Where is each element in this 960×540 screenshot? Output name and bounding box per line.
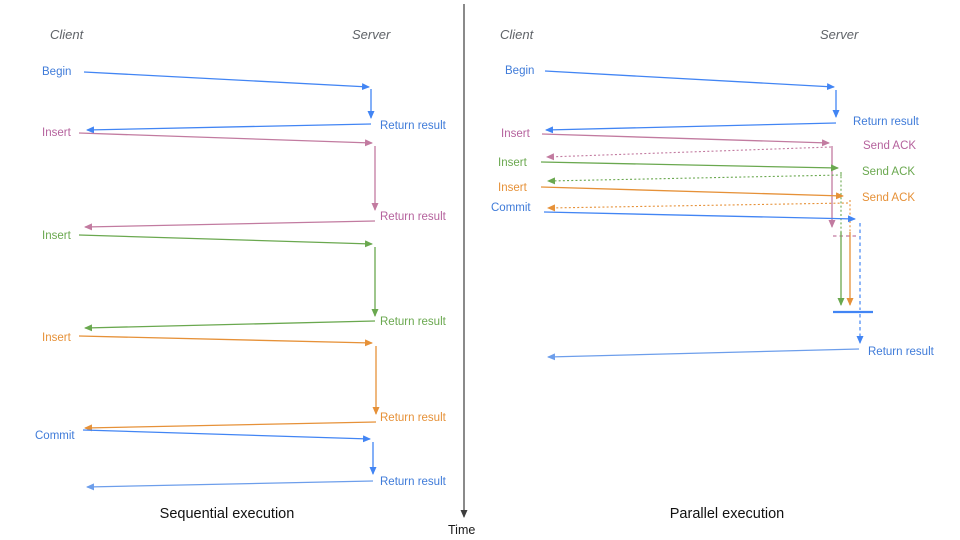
- commit-response-line: [547, 348, 860, 361]
- message-begin: Begin Return result: [505, 65, 920, 134]
- message-insert-1: Insert Send ACK: [501, 128, 916, 237]
- begin-label: Begin: [42, 66, 71, 78]
- insert2-return-label: Return result: [380, 316, 447, 328]
- insert1-label: Insert: [501, 128, 531, 140]
- insert1-ack-line: [546, 146, 832, 161]
- insert1-ack-label: Send ACK: [863, 140, 916, 152]
- insert3-request-line: [540, 186, 844, 200]
- message-insert-2: Insert Return result: [42, 230, 447, 332]
- time-axis-label: Time: [448, 523, 475, 537]
- insert3-return-label: Return result: [380, 412, 447, 424]
- insert2-label: Insert: [498, 157, 528, 169]
- insert2-request-line: [540, 161, 839, 172]
- insert1-request-line: [541, 133, 830, 147]
- message-insert-3: Insert Return result: [42, 332, 447, 432]
- commit-return-label: Return result: [868, 346, 935, 358]
- begin-response-line: [545, 122, 837, 134]
- message-begin: Begin Return result: [42, 66, 447, 134]
- insert3-response-line: [84, 421, 377, 432]
- panel-sequential: Client Server Begin Return result Insert…: [35, 27, 447, 522]
- parallel-caption: Parallel execution: [670, 506, 784, 522]
- begin-label: Begin: [505, 65, 534, 77]
- insert3-label: Insert: [498, 182, 528, 194]
- insert3-ack-label: Send ACK: [862, 192, 915, 204]
- insert2-response-line: [84, 320, 376, 332]
- message-insert-3: Insert Send ACK: [498, 182, 915, 306]
- insert1-response-line: [84, 220, 376, 231]
- sequential-caption: Sequential execution: [160, 506, 295, 522]
- commit-response-line: [86, 480, 374, 491]
- commit-request-line: [543, 211, 856, 223]
- begin-request-line: [83, 71, 370, 91]
- commit-label: Commit: [35, 430, 75, 442]
- commit-return-label: Return result: [380, 476, 447, 488]
- insert3-label: Insert: [42, 332, 72, 344]
- message-commit: Commit Return result: [35, 429, 447, 491]
- insert3-request-line: [78, 335, 373, 347]
- insert2-ack-label: Send ACK: [862, 166, 915, 178]
- client-header: Client: [50, 27, 85, 42]
- client-header: Client: [500, 27, 535, 42]
- insert2-request-line: [78, 234, 373, 248]
- panel-parallel: Client Server Begin Return result Insert…: [491, 27, 935, 522]
- commit-label: Commit: [491, 202, 531, 214]
- time-axis: Time: [448, 4, 475, 537]
- begin-response-line: [86, 123, 372, 134]
- message-insert-2: Insert Send ACK: [498, 157, 915, 306]
- begin-return-label: Return result: [853, 116, 920, 128]
- message-commit: Commit Return result: [491, 202, 935, 361]
- server-header: Server: [352, 27, 391, 42]
- insert2-ack-line: [547, 174, 843, 185]
- server-header: Server: [820, 27, 859, 42]
- begin-request-line: [544, 70, 835, 91]
- insert1-return-label: Return result: [380, 211, 447, 223]
- begin-return-label: Return result: [380, 120, 447, 132]
- insert1-label: Insert: [42, 127, 72, 139]
- commit-request-line: [82, 429, 371, 443]
- insert3-ack-line: [547, 202, 849, 212]
- insert2-label: Insert: [42, 230, 72, 242]
- insert1-request-line: [78, 132, 373, 147]
- message-insert-1: Insert Return result: [42, 127, 447, 231]
